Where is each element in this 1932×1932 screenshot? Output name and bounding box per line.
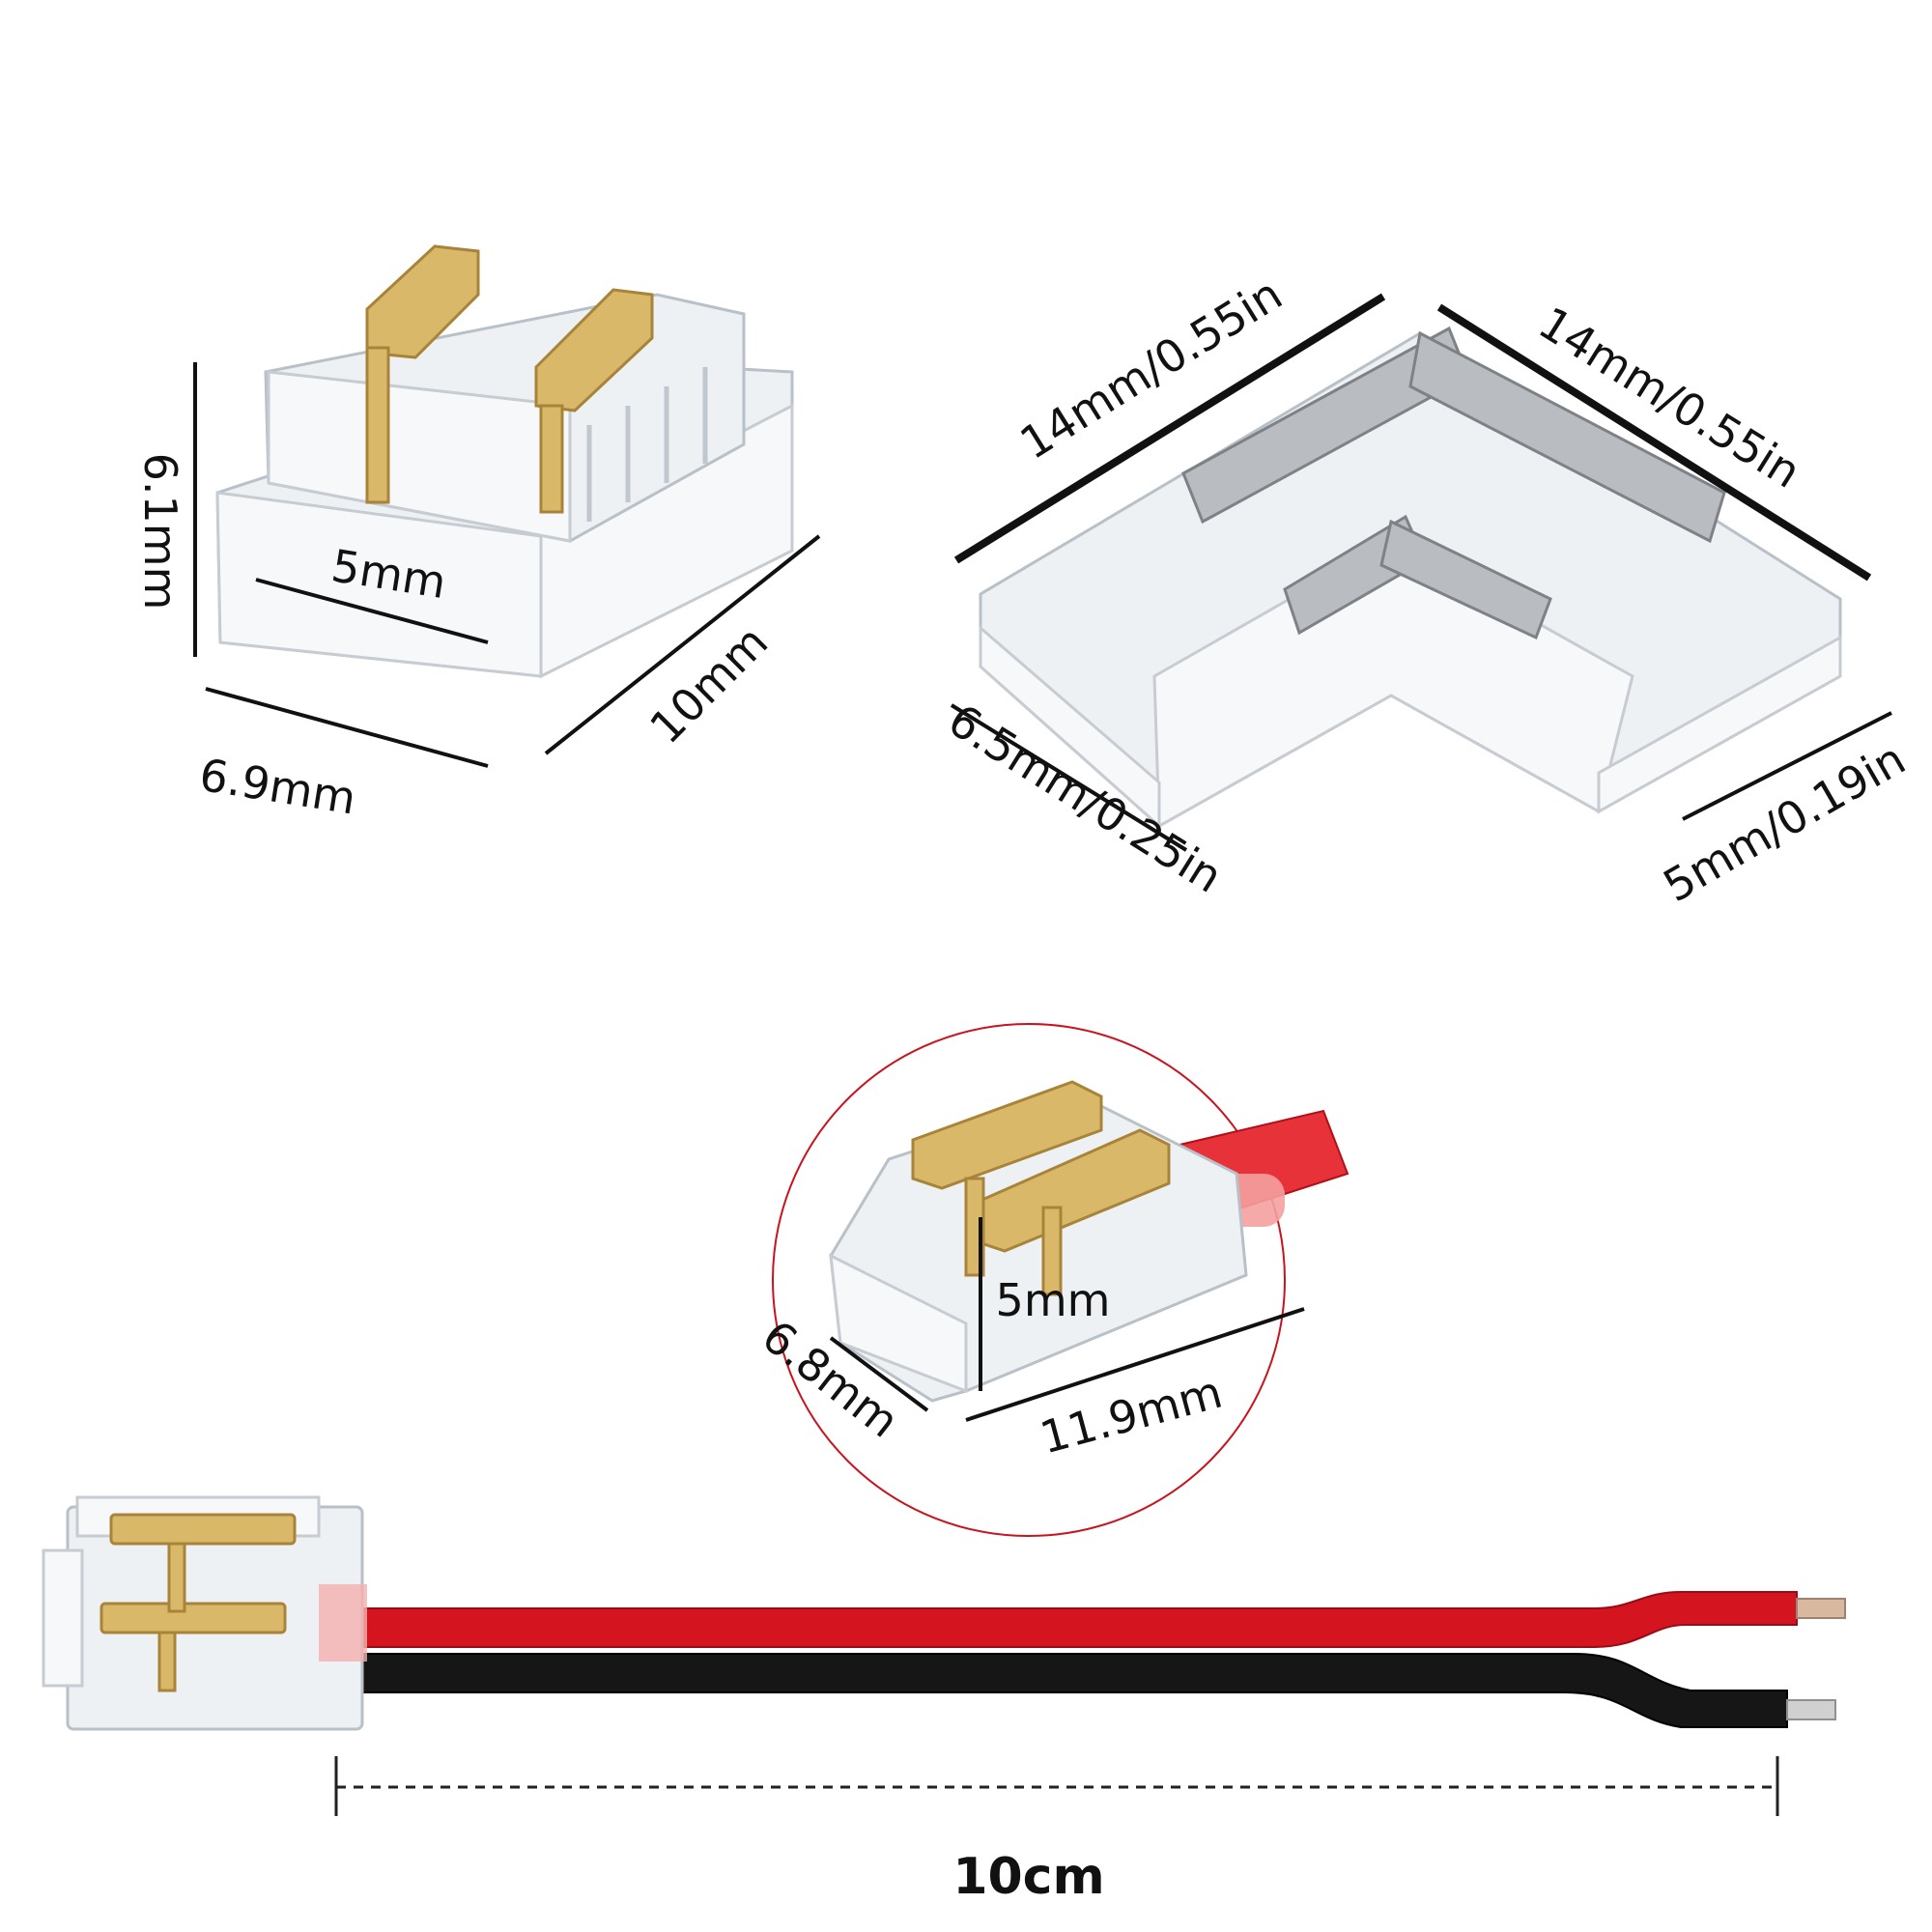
right-width-dimension-line	[1682, 711, 1892, 821]
arm2-dimension-line	[1436, 303, 1872, 582]
straight-connector-pins	[365, 244, 654, 514]
callout-length-line	[965, 1307, 1305, 1422]
straight-connector-body	[215, 293, 794, 679]
length-label: 10mm	[639, 615, 778, 753]
l-connector-body	[979, 326, 1842, 830]
callout-connector	[829, 1080, 1350, 1403]
detail-callout: 5mm 6.8mm 11.9mm	[753, 1023, 1350, 1537]
cable-connector	[42, 1495, 367, 1731]
cable-assembly: 10cm	[42, 1495, 1846, 1906]
callout-pitch-label: 5mm	[996, 1274, 1111, 1326]
height-label: 6.1mm	[134, 453, 186, 611]
width-dimension-line	[205, 687, 489, 768]
l-connector: 14mm/0.55in 14mm/0.55in 6.5mm/0.25in 5mm…	[939, 268, 1914, 912]
callout-width-line	[829, 1336, 929, 1412]
pitch-dimension-line	[255, 578, 489, 644]
left-width-dimension-line	[950, 703, 1188, 852]
length-dimension-line	[544, 534, 821, 755]
arm1-dimension-line	[953, 293, 1386, 564]
cable-wires	[361, 1591, 1846, 1728]
straight-connector: 6.1mm 5mm 6.9mm 10mm	[134, 244, 821, 825]
width-label: 6.9mm	[196, 749, 359, 825]
cable-length-label: 10cm	[952, 1848, 1104, 1906]
